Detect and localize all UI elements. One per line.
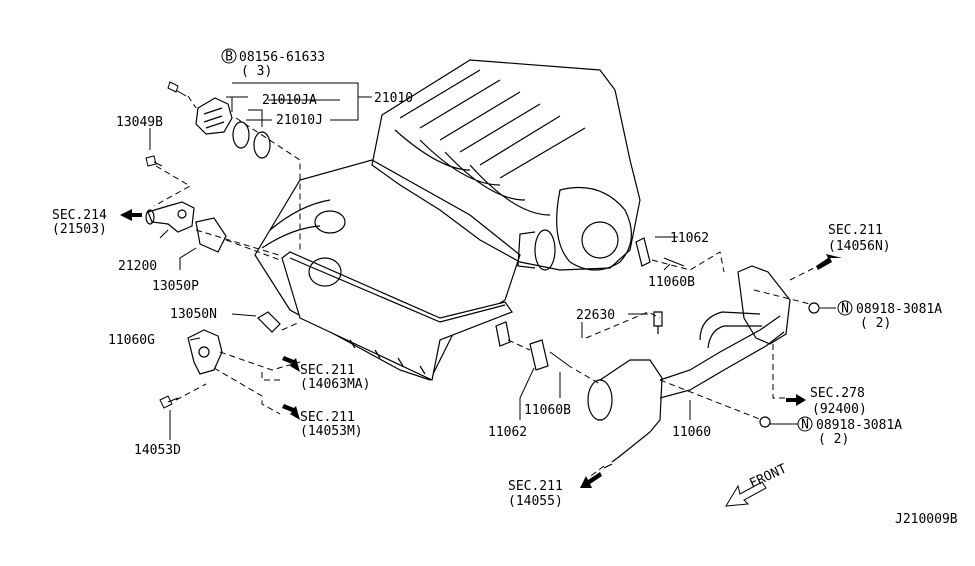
- housing-21010: [195, 97, 233, 135]
- label-11062-a: 11062: [670, 231, 709, 246]
- label-21200: 21200: [118, 259, 157, 274]
- water-inlet-21200: [145, 201, 195, 233]
- gasket-13050P: [195, 217, 227, 253]
- front-arrow-icon: [725, 481, 767, 507]
- arrow-sec211-14055: [580, 472, 602, 488]
- gasket-13050N: [257, 311, 281, 333]
- label-sec211-b-ref: (14053M): [300, 424, 363, 439]
- circle-b-letter: B: [225, 50, 233, 65]
- arrow-sec214: [120, 209, 142, 221]
- sensor-22630: [653, 311, 663, 334]
- label-sec278-ref: (92400): [812, 402, 867, 417]
- leader-lines: [149, 82, 836, 479]
- arrow-sec211-14063MA: [282, 356, 300, 372]
- label-sec211-a-ref: (14063MA): [300, 377, 370, 392]
- intake-manifold: [371, 59, 641, 271]
- label-sec278: SEC.278: [810, 386, 865, 401]
- stud-11060B-b: [549, 351, 573, 369]
- arrow-sec211-14056N: [816, 254, 842, 270]
- label-nut-n2-part: 08918-3081A: [816, 418, 902, 433]
- label-11060B-a: 11060B: [648, 275, 695, 290]
- nut-N1: [808, 302, 820, 314]
- water-pipe-11060: [587, 265, 791, 469]
- arrow-sec211-14053M: [282, 404, 300, 420]
- circle-n2-icon: N: [797, 416, 813, 433]
- label-21010JA: 21010JA: [262, 93, 317, 108]
- bolt-08156: [167, 81, 187, 97]
- throttle-body: [517, 229, 556, 271]
- label-11060G: 11060G: [108, 333, 155, 348]
- label-13050N: 13050N: [170, 307, 217, 322]
- label-nut-n1-part: 08918-3081A: [856, 302, 942, 317]
- label-sec211-b: SEC.211: [300, 410, 355, 425]
- gasket-11062-a: [635, 237, 651, 267]
- label-sec211-d-ref: (14055): [508, 494, 563, 509]
- label-sec214-ref: (21503): [52, 222, 107, 237]
- label-11060: 11060: [672, 425, 711, 440]
- label-sec211-c: SEC.211: [828, 223, 883, 238]
- label-bolt-part: 08156-61633: [239, 50, 325, 65]
- nut-N2: [759, 416, 771, 428]
- valve-cover: [254, 159, 521, 381]
- label-sec211-d: SEC.211: [508, 479, 563, 494]
- label-sec211-a: SEC.211: [300, 363, 355, 378]
- label-13049B: 13049B: [116, 115, 163, 130]
- circle-n1-letter: N: [841, 302, 849, 317]
- label-13050P: 13050P: [152, 279, 199, 294]
- circle-n1-icon: N: [837, 300, 853, 317]
- label-21010J: 21010J: [276, 113, 323, 128]
- label-sec211-c-ref: (14056N): [828, 239, 891, 254]
- label-14053D: 14053D: [134, 443, 181, 458]
- gasket-21010J: [253, 131, 271, 159]
- arrow-sec278: [786, 394, 806, 406]
- label-bolt-qty: ( 3): [241, 64, 272, 79]
- circle-n2-letter: N: [801, 418, 809, 433]
- label-sec214: SEC.214: [52, 208, 107, 223]
- label-nut-n1-qty: ( 2): [860, 316, 891, 331]
- bolt-14053D: [159, 395, 179, 409]
- label-11060B-b: 11060B: [524, 403, 571, 418]
- circle-b-icon: B: [221, 48, 237, 65]
- label-nut-n2-qty: ( 2): [818, 432, 849, 447]
- label-diagram-id: J210009B: [895, 512, 958, 527]
- water-outlet-11060G: [187, 329, 223, 375]
- gasket-21010JA: [232, 121, 250, 149]
- stud-11060B-a: [663, 257, 685, 267]
- bolt-13049B: [145, 155, 163, 167]
- gasket-11062-b: [529, 339, 549, 371]
- label-11062-b: 11062: [488, 425, 527, 440]
- label-21010: 21010: [374, 91, 413, 106]
- gasket-small: [495, 321, 511, 347]
- label-22630: 22630: [576, 308, 615, 323]
- label-front: FRONT: [747, 461, 789, 491]
